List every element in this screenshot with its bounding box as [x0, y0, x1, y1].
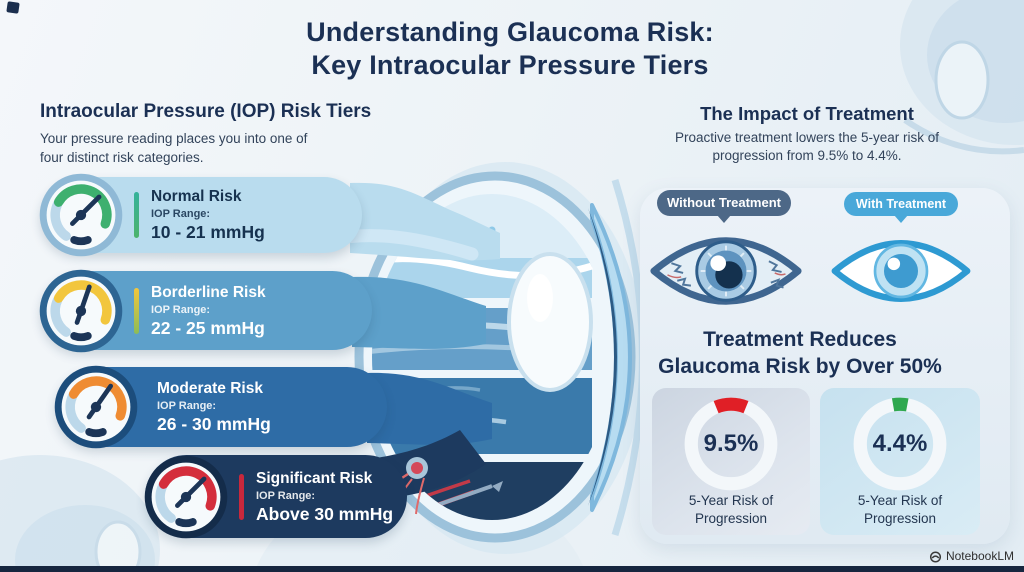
- notebooklm-icon: [929, 550, 942, 563]
- title-line2: Key Intraocular Pressure Tiers: [311, 50, 709, 80]
- gauge-icon-significant: [143, 454, 229, 540]
- tier-range-label: IOP Range:: [256, 489, 316, 502]
- tier-range-value: 26 - 30 mmHg: [157, 414, 271, 434]
- bottom-accent-bar: [0, 566, 1024, 572]
- gauge-icon-borderline: [38, 268, 124, 354]
- donut-panel-with-treatment: 4.4% 5-Year Risk of Progression: [820, 388, 980, 535]
- iris-crescent: [588, 208, 617, 506]
- risk-percent-without: 9.5%: [703, 430, 759, 457]
- tier-accent-bar: [239, 473, 244, 520]
- tier-name: Normal Risk: [151, 188, 242, 205]
- tier-name: Significant Risk: [256, 469, 373, 487]
- right-section-heading: The Impact of Treatment: [700, 103, 914, 124]
- tier-accent-bar: [134, 287, 139, 334]
- donut-panel-without-treatment: 9.5% 5-Year Risk of Progression: [652, 388, 810, 535]
- badge-with-tail-holder: [844, 192, 958, 223]
- tier-range-label: IOP Range:: [157, 400, 217, 412]
- right-section-subtitle: Proactive treatment lowers the 5-year ri…: [674, 130, 940, 163]
- tier-accent-bar: [134, 192, 139, 238]
- tier-range-value: Above 30 mmHg: [256, 503, 394, 524]
- eye-with-treatment-icon: [831, 240, 971, 302]
- gauge-icon-normal: [38, 172, 124, 258]
- tier-text: Borderline Risk IOP Range: 22 - 25 mmHg: [151, 283, 266, 339]
- tier-range-label: IOP Range:: [151, 208, 211, 220]
- brand-watermark: NotebookLM: [929, 549, 1014, 563]
- tier-range-label: IOP Range:: [151, 303, 211, 316]
- decorative-eye-bottom-left: [0, 455, 160, 572]
- brand-name: NotebookLM: [945, 549, 1014, 563]
- tier-text: Normal Risk IOP Range: 10 - 21 mmHg: [151, 187, 265, 243]
- risk-tier-normal: Normal Risk IOP Range: 10 - 21 mmHg: [39, 173, 362, 257]
- tier-range-value: 22 - 25 mmHg: [151, 317, 265, 338]
- gauge-icon-moderate: [53, 364, 139, 450]
- badge-tail: [894, 215, 908, 223]
- tier-name: Borderline Risk: [151, 283, 266, 301]
- risk-tier-significant: Significant Risk IOP Range: Above 30 mmH…: [143, 454, 407, 540]
- badge-with-treatment: With Treatment: [844, 192, 958, 216]
- donut-caption-without: 5-Year Risk of Progression: [688, 493, 774, 526]
- risk-tier-moderate: Moderate Risk IOP Range: 26 - 30 mmHg: [53, 364, 387, 450]
- badge-without-tail-holder: [657, 190, 791, 223]
- donut-caption-with: 5-Year Risk of Progression: [857, 493, 943, 526]
- eye-without-treatment-icon: [650, 237, 802, 305]
- tier-text: Moderate Risk IOP Range: 26 - 30 mmHg: [157, 379, 271, 435]
- left-section-subtitle: Your pressure reading places you into on…: [40, 131, 308, 165]
- corner-mark: [6, 1, 20, 14]
- badge-tail: [717, 215, 731, 223]
- donut-chart-with-treatment: [853, 397, 947, 491]
- title-line1: Understanding Glaucoma Risk:: [306, 17, 714, 47]
- damage-point: [406, 457, 428, 479]
- page-title: Understanding Glaucoma Risk: Key Intraoc…: [240, 16, 780, 82]
- risk-tier-borderline: Borderline Risk IOP Range: 22 - 25 mmHg: [39, 269, 372, 352]
- badge-without-treatment: Without Treatment: [657, 190, 791, 216]
- tier-text: Significant Risk IOP Range: Above 30 mmH…: [256, 469, 393, 525]
- treatment-claim: Treatment Reduces Glaucoma Risk by Over …: [658, 328, 942, 378]
- lens: [507, 252, 593, 392]
- left-section-heading: Intraocular Pressure (IOP) Risk Tiers: [40, 101, 372, 122]
- tier-name: Moderate Risk: [157, 380, 263, 397]
- risk-percent-with: 4.4%: [872, 430, 928, 457]
- tier-range-value: 10 - 21 mmHg: [151, 222, 265, 242]
- donut-chart-without-treatment: [684, 397, 778, 491]
